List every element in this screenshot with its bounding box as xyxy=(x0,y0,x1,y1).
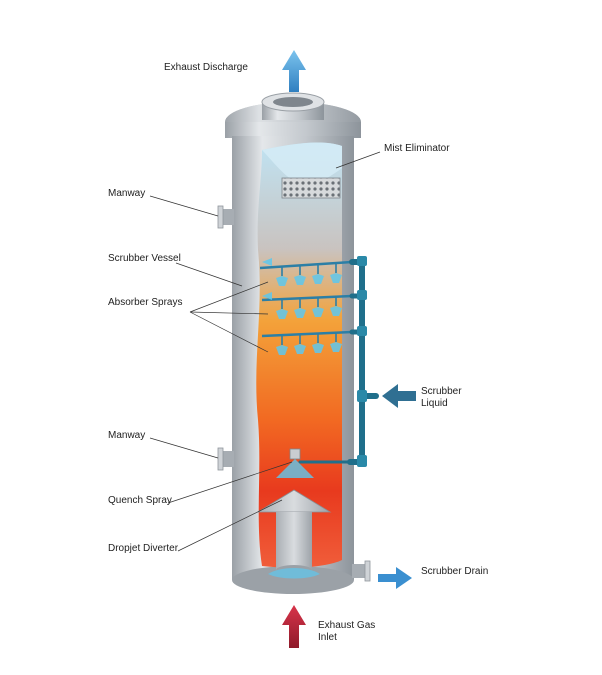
leader-mist-eliminator xyxy=(335,151,381,169)
label-quench-spray: Quench Spray xyxy=(108,495,172,506)
scrubber-drain-arrow xyxy=(378,567,412,589)
label-manway-bottom: Manway xyxy=(108,430,146,441)
manway-top xyxy=(217,205,234,229)
label-exhaust-discharge: Exhaust Discharge xyxy=(164,62,248,73)
leader-manway-bottom xyxy=(149,437,219,459)
scrubber-liquid-arrow xyxy=(382,384,416,408)
exhaust-gas-inlet-arrow xyxy=(282,605,306,648)
label-exhaust-gas-inlet: Exhaust Gas Inlet xyxy=(318,620,376,643)
leader-dropjet-diverter xyxy=(177,499,283,552)
label-mist-eliminator: Mist Eliminator xyxy=(384,143,450,154)
absorber-spray-jets xyxy=(262,258,342,355)
label-absorber-sprays: Absorber Sprays xyxy=(108,297,183,308)
leader-absorber-spray-3 xyxy=(189,311,269,353)
leader-absorber-spray-2 xyxy=(189,311,269,315)
absorber-spray-headers xyxy=(259,260,353,345)
quench-spray xyxy=(276,448,314,478)
leader-absorber-spray-1 xyxy=(189,281,269,313)
leader-scrubber-vessel xyxy=(175,262,243,287)
exhaust-discharge-arrow xyxy=(282,50,306,92)
mist-eliminator-mesh xyxy=(281,177,341,199)
leader-lines xyxy=(149,151,381,552)
pipe-fittings xyxy=(357,256,367,467)
dropjet-diverter xyxy=(256,489,332,579)
leader-manway-top xyxy=(149,195,219,217)
label-scrubber-liquid: Scrubber Liquid xyxy=(421,386,462,409)
label-manway-top: Manway xyxy=(108,188,146,199)
manway-bottom xyxy=(217,447,234,471)
vessel-top-cap xyxy=(225,92,361,142)
leader-quench-spray xyxy=(167,461,293,504)
drain-nozzle xyxy=(352,560,371,582)
label-scrubber-drain: Scrubber Drain xyxy=(421,566,489,577)
label-dropjet-diverter: Dropjet Diverter xyxy=(108,543,179,554)
label-scrubber-vessel: Scrubber Vessel xyxy=(108,253,181,264)
